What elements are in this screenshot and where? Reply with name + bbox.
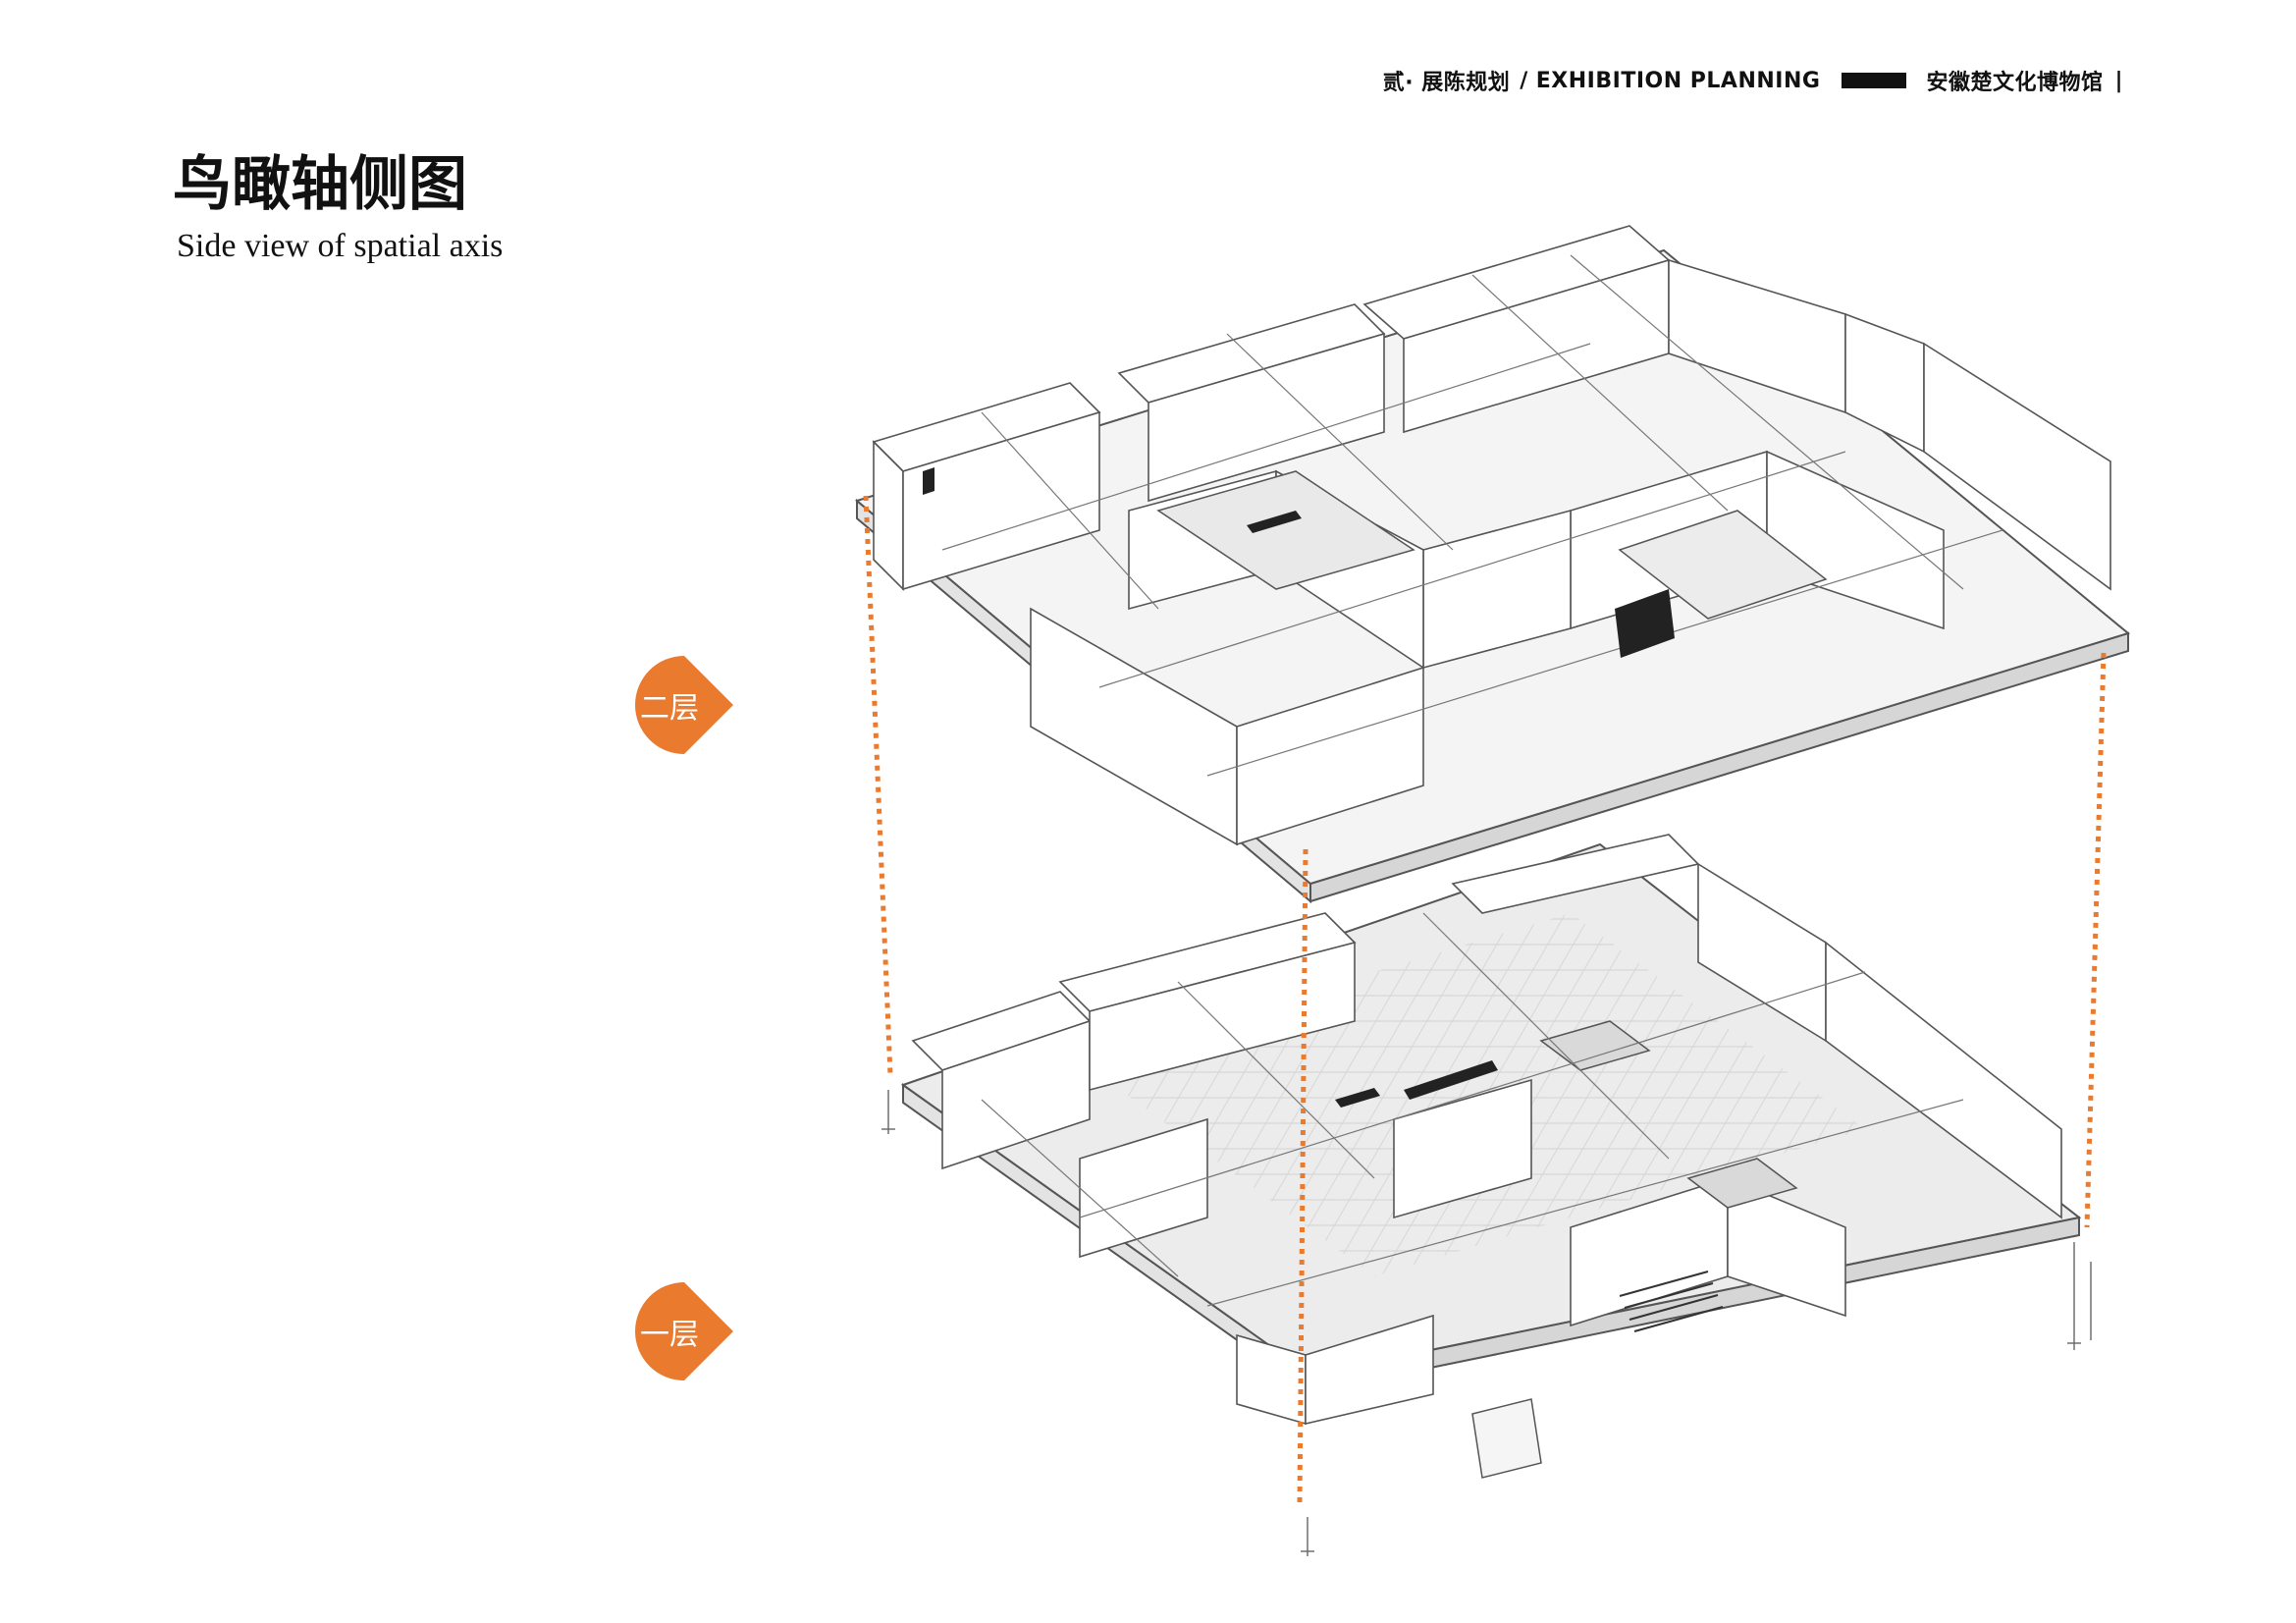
- upper-floor-model: [854, 225, 2131, 904]
- header-end-mark: |: [2114, 68, 2123, 93]
- page-header: 贰· 展陈规划 / EXHIBITION PLANNING 安徽楚文化博物馆 |: [1383, 65, 2123, 96]
- lower-square-feature-2: [1686, 1158, 1798, 1209]
- plumb-markers: [881, 1090, 2092, 1556]
- upper-atrium-void: [1156, 470, 1415, 590]
- page-title: 鸟瞰轴侧图: [173, 150, 467, 219]
- lower-interior-walls: [981, 912, 1964, 1307]
- header-bar: [1842, 73, 1907, 88]
- projection-line-right: [2084, 652, 2107, 1228]
- floor-tag-shapes: [635, 656, 733, 1380]
- upper-dark-accents: [923, 467, 1675, 658]
- museum-name: 安徽楚文化博物馆: [1926, 71, 2104, 95]
- page-subtitle: Side view of spatial axis: [177, 228, 504, 264]
- lower-dark-accents: [1335, 1060, 1498, 1108]
- projection-line-left: [863, 495, 893, 1076]
- upper-interior-walls: [941, 254, 2003, 777]
- lower-wall-blocks: [911, 834, 2062, 1426]
- projection-line-front: [1297, 848, 1308, 1503]
- lower-auditorium-seating: [1619, 1271, 1724, 1332]
- floor-label-upper: 二层: [640, 691, 699, 726]
- upper-courtyard-void: [1618, 510, 1828, 620]
- floor-tag-lower-shape: [635, 1282, 733, 1380]
- lower-entrance: [1471, 1398, 1542, 1479]
- projection-lines: [863, 495, 2107, 1503]
- header-separator: /: [1520, 68, 1528, 93]
- upper-wall-blocks: [872, 225, 2111, 846]
- section-label: 贰· 展陈规划: [1382, 71, 1511, 95]
- section-label-en: EXHIBITION PLANNING: [1535, 68, 1821, 93]
- lower-floor-model: [900, 834, 2082, 1479]
- floor-label-lower: 一层: [640, 1318, 699, 1352]
- floor-tag-upper-shape: [635, 656, 733, 754]
